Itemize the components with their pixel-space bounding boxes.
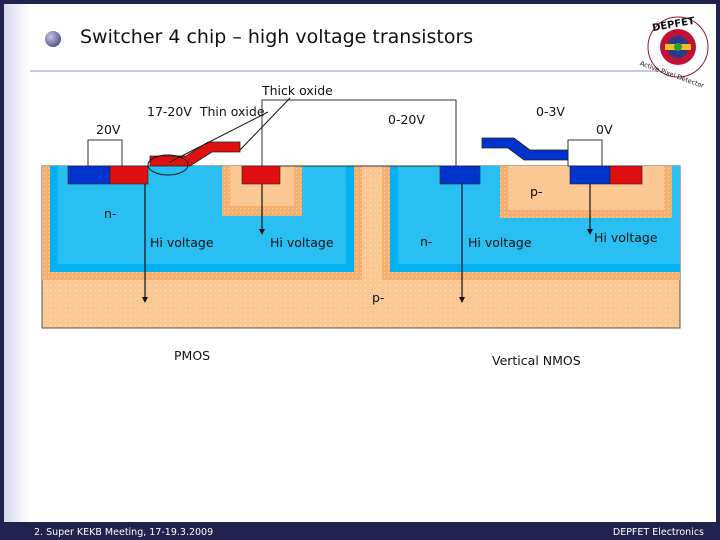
pmos-gate: [149, 141, 241, 167]
footer-bar: [0, 522, 720, 540]
thin-oxide-pointer: [169, 111, 269, 163]
label-hi-voltage-1: Hi voltage: [150, 235, 214, 250]
thin-oxide-highlight: [147, 154, 189, 176]
label-p-minus-sub: p-: [372, 290, 384, 305]
depfet-logo: DEPFET Active Pixel Detector: [639, 16, 709, 90]
thick-oxide-pointer: [239, 97, 291, 151]
contact-red-1: [109, 165, 149, 185]
thin-oxide-block: [87, 139, 123, 167]
label-0v: 0V: [596, 122, 613, 137]
label-thin-oxide: 17-20V Thin oxide: [147, 104, 265, 119]
footer-left-text: 2. Super KEKB Meeting, 17-19.3.2009: [34, 527, 214, 538]
left-gradient-bar: [4, 4, 30, 536]
label-thick-oxide: Thick oxide: [261, 83, 333, 98]
title-underline: [30, 70, 680, 72]
contact-red-3: [609, 165, 643, 185]
label-pmos: PMOS: [174, 348, 210, 363]
footer-right-text: DEPFET Electronics: [612, 527, 704, 538]
nmos-gate: [481, 137, 569, 161]
contact-red-2: [241, 165, 281, 185]
contact-blue-3: [569, 165, 611, 185]
label-n-minus-left: n-: [104, 206, 116, 221]
logo-emblem-center: [674, 43, 682, 51]
label-p-minus-upper: p-: [530, 184, 542, 199]
label-hi-voltage-4: Hi voltage: [594, 230, 658, 245]
label-vertical-nmos: Vertical NMOS: [492, 353, 581, 368]
thick-oxide-block: [261, 99, 457, 167]
label-0-3v: 0-3V: [536, 104, 565, 119]
label-hi-voltage-2: Hi voltage: [270, 235, 334, 250]
slide-title: Switcher 4 chip – high voltage transisto…: [80, 26, 474, 48]
label-n-minus-mid: n-: [420, 234, 432, 249]
contact-blue-1: [67, 165, 111, 185]
label-20v: 20V: [96, 122, 121, 137]
label-0-20v: 0-20V: [388, 112, 425, 127]
contact-blue-2: [439, 165, 481, 185]
label-hi-voltage-3: Hi voltage: [468, 235, 532, 250]
right-oxide-block: [567, 139, 603, 167]
title-bullet-icon: [45, 31, 61, 47]
